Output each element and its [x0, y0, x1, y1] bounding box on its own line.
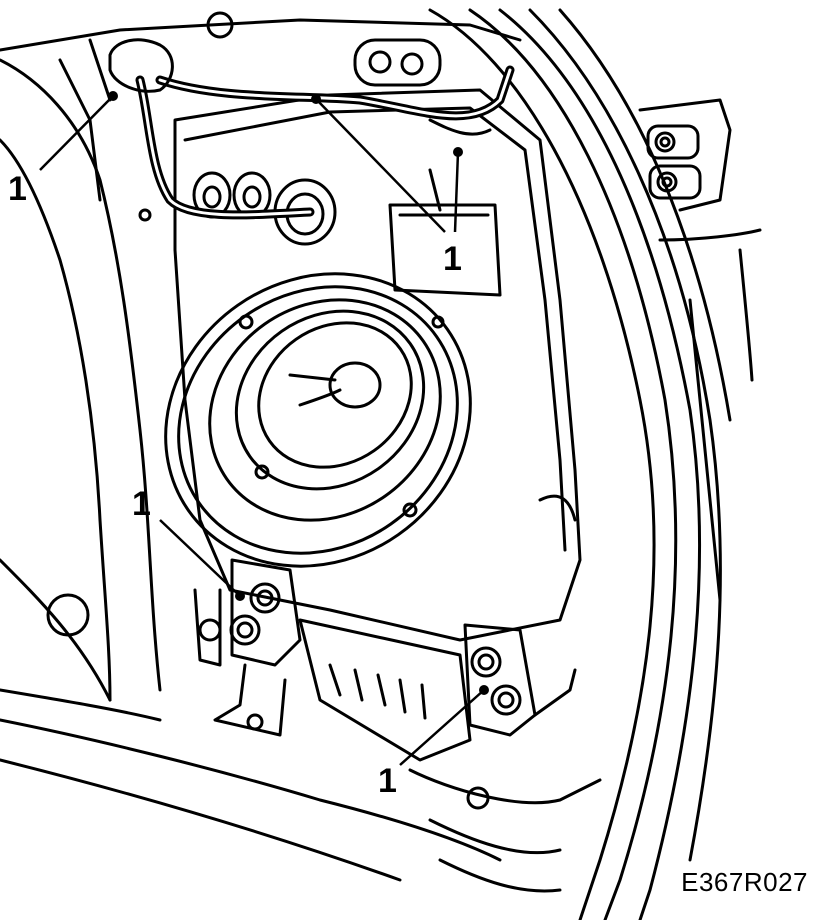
panel-hole — [46, 208, 152, 637]
callout-label: 1 — [378, 762, 397, 800]
lower-left-bracket — [193, 558, 302, 737]
body-panel-outline — [0, 18, 522, 882]
lower-right-bracket — [463, 623, 577, 810]
callout-label: 1 — [443, 240, 462, 278]
bracket-bolts-top-right — [646, 124, 702, 200]
callout-dots — [108, 91, 489, 695]
top-plate — [206, 11, 442, 87]
callout-label: 1 — [8, 170, 27, 208]
speaker-housing — [173, 88, 582, 642]
wiring-harness — [108, 38, 515, 220]
lower-trim — [298, 618, 602, 893]
callout-leaders — [39, 95, 485, 766]
figure-code: E367R027 — [681, 867, 808, 897]
loudspeaker — [164, 272, 472, 568]
grommet-holes — [192, 171, 337, 246]
callout-label: 1 — [132, 485, 151, 523]
